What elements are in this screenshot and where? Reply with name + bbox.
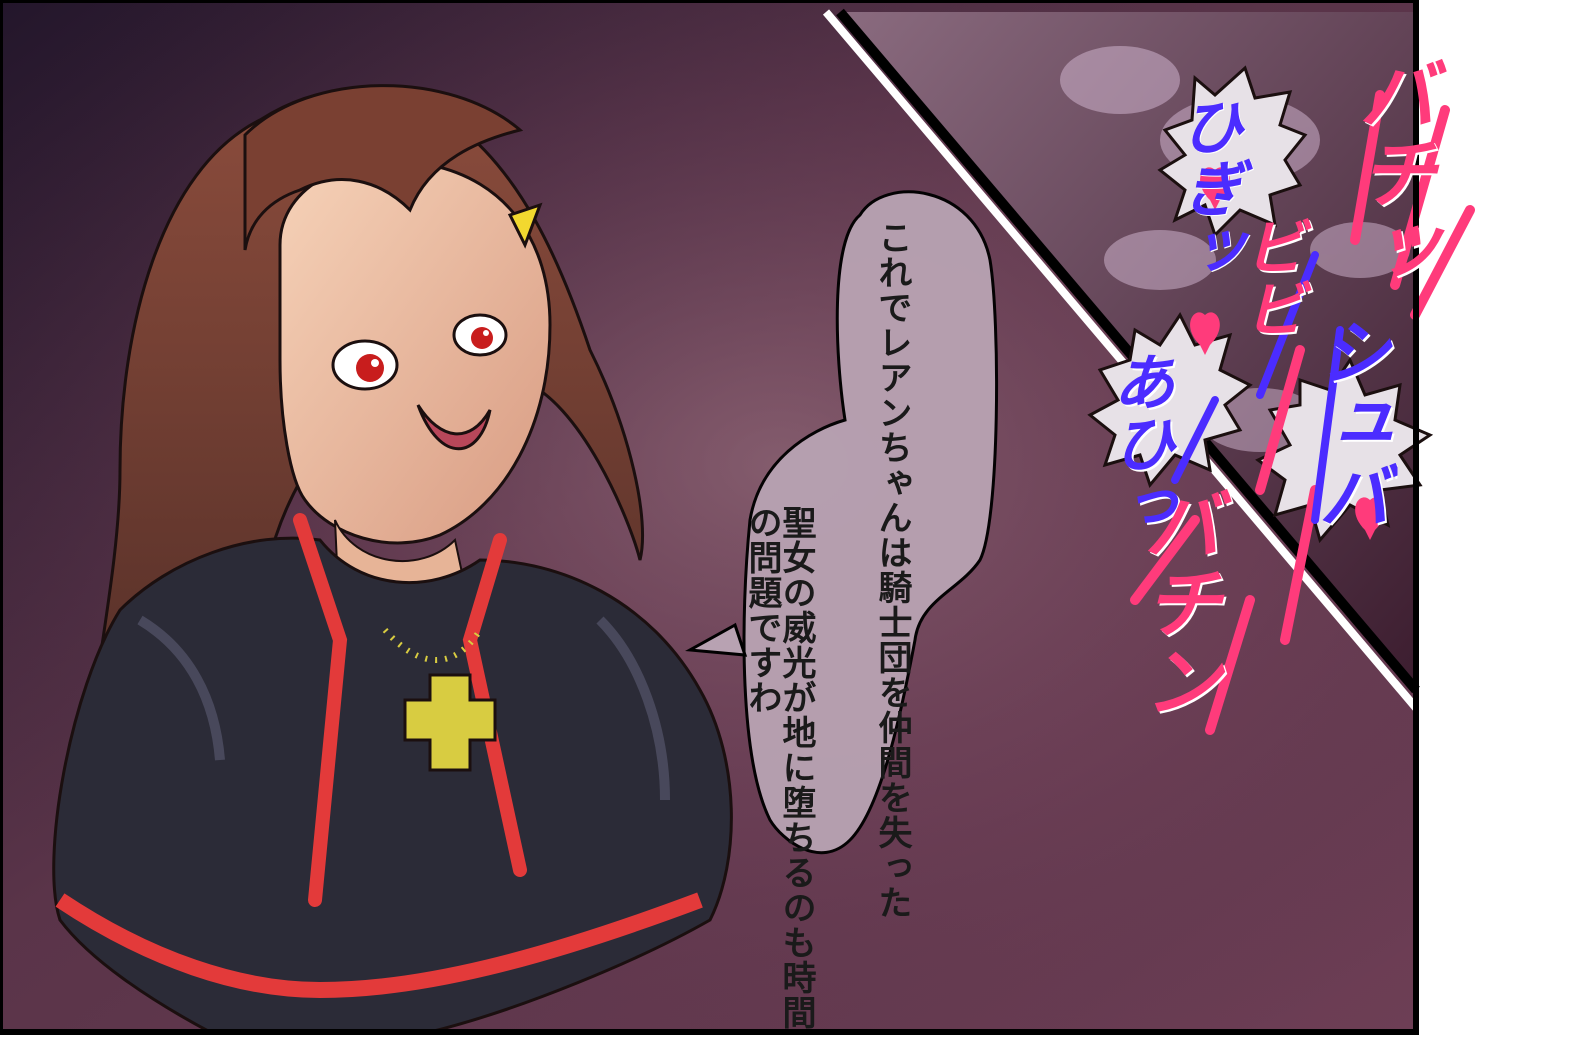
- speech-tail: [685, 622, 748, 657]
- speech-line-5: 時間の問題ですわ: [742, 505, 816, 1030]
- speech-line-2: 騎士団を仲間を失った: [872, 570, 912, 920]
- speech-bubble: [742, 190, 999, 855]
- hem-trim: [55, 892, 703, 999]
- speech-column-left: 聖女の威光が地に堕ちるのも時間の問題ですわ: [742, 505, 816, 1040]
- sfx-d: シュバ: [1305, 315, 1390, 531]
- heart-icon: [1190, 312, 1220, 355]
- hair-clip: [507, 202, 543, 249]
- pendant: [403, 673, 497, 772]
- speech-line-4: 地に堕ちるのも: [776, 715, 816, 960]
- hair-fringe: [243, 84, 524, 251]
- panel-border: [0, 0, 1419, 1035]
- heart-icon: [1355, 497, 1385, 540]
- speech-line-1: これでレアンちゃんは: [872, 220, 912, 570]
- sfx-burst-c: [1255, 356, 1434, 544]
- sfx-a: ひぎッ: [1169, 95, 1243, 281]
- speech-line-3: 聖女の威光が: [776, 505, 816, 715]
- sfx-f: バチン: [1130, 485, 1221, 719]
- character: [52, 84, 733, 1034]
- inset-border-dark: [836, 8, 1420, 694]
- collar-trim: [293, 513, 527, 907]
- heart-icon: [1200, 167, 1230, 210]
- sfx-e: あひっ: [1101, 350, 1175, 536]
- sfx-c: ビビ: [1231, 215, 1305, 339]
- sfx-burst-a: [1157, 65, 1308, 238]
- inset-border-light: [822, 9, 1420, 711]
- mouth: [416, 404, 492, 451]
- sfx-b: バチッ: [1345, 55, 1436, 289]
- outfit: [52, 536, 733, 1034]
- necklace-chain: [382, 628, 483, 663]
- speech-column-right: これでレアンちゃんは騎士団を仲間を失った: [872, 220, 912, 920]
